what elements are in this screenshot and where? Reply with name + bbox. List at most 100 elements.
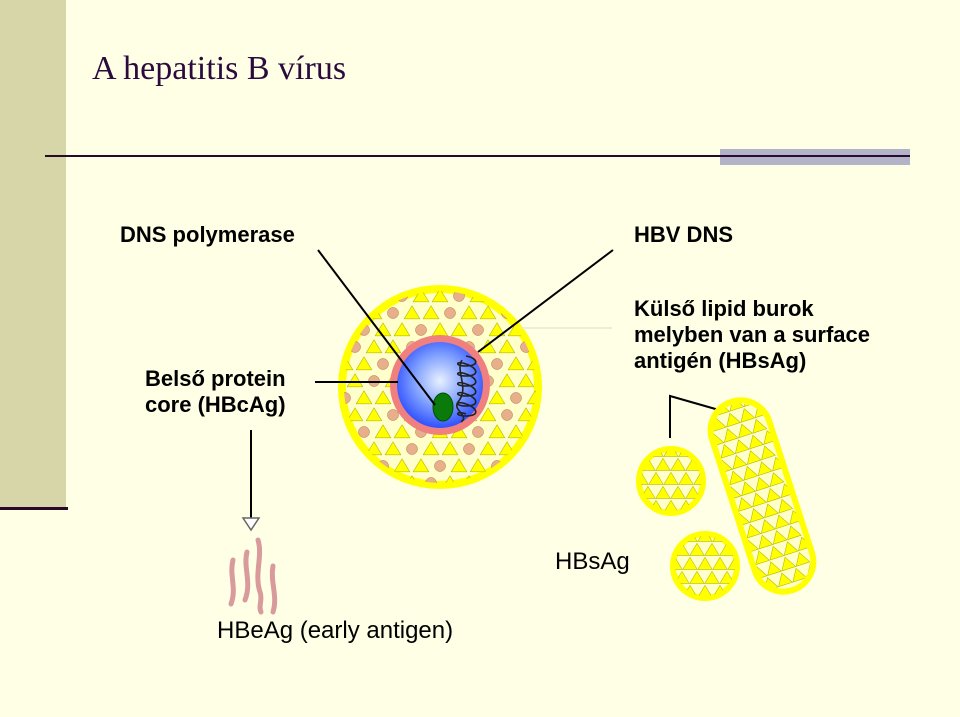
title-rule-accent-line: [720, 155, 910, 157]
surface-antigen-triangle: [752, 418, 768, 434]
label-lipid-line3: antigén (HBsAg): [634, 348, 807, 373]
surface-antigen-triangle: [641, 451, 649, 457]
surface-antigen-triangle: [498, 441, 516, 456]
surface-antigen-triangle: [441, 441, 459, 456]
surface-antigen-triangle: [712, 556, 728, 570]
hbsag-sphere: [636, 446, 706, 516]
surface-antigen-triangle: [498, 475, 516, 483]
lipid-dot: [510, 291, 522, 302]
lipid-dot: [472, 324, 484, 336]
lipid-dot: [377, 358, 389, 370]
lipid-dot: [387, 409, 399, 421]
surface-antigen-triangle: [755, 550, 771, 566]
lipid-dot: [406, 443, 418, 455]
surface-antigen-triangle: [355, 356, 373, 371]
page-title: A hepatitis B vírus: [92, 50, 347, 87]
surface-antigen-triangle: [670, 457, 686, 471]
hbsag-sphere: [670, 531, 740, 601]
surface-antigen-triangle: [648, 471, 664, 485]
surface-antigen-triangle: [682, 556, 698, 570]
surface-antigen-triangle: [778, 572, 793, 588]
surface-antigen-triangle: [526, 291, 536, 303]
surface-antigen-triangle: [795, 552, 811, 567]
lipid-dot: [482, 477, 494, 483]
surface-antigen-triangle: [655, 485, 671, 499]
label-hbeag: HBeAg (early antigen): [217, 617, 454, 644]
surface-antigen-triangle: [761, 445, 776, 461]
surface-antigen-triangle: [488, 424, 506, 439]
surface-antigen-triangle: [749, 434, 764, 450]
surface-antigen-triangle: [738, 423, 753, 439]
surface-antigen-triangle: [346, 475, 364, 483]
label-core: Belső protein core (HBcAg): [145, 366, 286, 418]
surface-antigen-triangle: [450, 458, 468, 473]
surface-antigen-triangle: [689, 542, 705, 556]
surface-antigen-triangle: [741, 481, 756, 497]
surface-antigen-triangle: [729, 470, 745, 486]
surface-antigen-triangle: [783, 541, 799, 556]
surface-antigen-triangle: [693, 471, 701, 485]
surface-antigen-triangle: [704, 570, 720, 584]
dna-polymerase-blob: [432, 392, 454, 422]
surface-antigen-triangle: [746, 523, 762, 539]
surface-antigen-triangle: [393, 458, 411, 473]
lipid-dot: [510, 392, 522, 404]
surface-antigen-triangle: [355, 390, 373, 405]
surface-antigen-triangle: [772, 530, 788, 545]
surface-antigen-triangle: [697, 536, 713, 542]
surface-antigen-triangle: [781, 556, 797, 572]
surface-antigen-triangle: [792, 567, 808, 583]
surface-antigen-triangle: [740, 408, 756, 423]
surface-antigen-triangle: [384, 339, 402, 354]
hbsag-filament: [706, 396, 818, 595]
surface-antigen-triangle: [479, 441, 497, 456]
surface-antigen-triangle: [678, 471, 694, 485]
surface-antigen-triangle: [663, 471, 679, 485]
surface-antigen-triangle: [374, 390, 392, 405]
surface-antigen-triangle: [738, 497, 753, 512]
label-core-line1: Belső protein: [145, 366, 286, 391]
surface-antigen-triangle: [412, 291, 430, 303]
surface-antigen-triangle: [393, 322, 411, 337]
surface-antigen-triangle: [365, 339, 383, 354]
surface-antigen-triangle: [355, 291, 373, 303]
surface-antigen-triangle: [517, 475, 535, 483]
lipid-dot: [472, 426, 484, 438]
surface-antigen-triangle: [775, 514, 790, 530]
sidebar-band: [0, 0, 66, 510]
title-rule: [45, 155, 720, 157]
surface-antigen-triangle: [769, 545, 785, 561]
surface-antigen-triangle: [778, 498, 794, 514]
hbv-dns-pointer: [477, 249, 614, 353]
hbeag-arrow-head: [241, 517, 261, 532]
surface-antigen-triangle: [764, 503, 779, 519]
hbeag-strand: [228, 557, 236, 607]
surface-antigen-triangle: [732, 454, 748, 470]
lipid-dot: [529, 324, 536, 336]
surface-antigen-triangle: [526, 458, 536, 473]
label-lipid-line1: Külső lipid burok: [634, 296, 814, 321]
surface-antigen-triangle: [663, 499, 679, 511]
surface-antigen-triangle: [757, 461, 773, 476]
surface-antigen-triangle: [655, 457, 671, 471]
hbeag-strand: [269, 563, 278, 615]
polymerase-pointer: [317, 249, 436, 406]
surface-antigen-triangle: [769, 472, 785, 487]
surface-antigen-triangle: [517, 407, 535, 422]
lipid-dot: [491, 358, 503, 370]
surface-antigen-triangle: [755, 476, 771, 492]
surface-antigen-triangle: [767, 561, 782, 576]
lipid-dot: [425, 477, 437, 483]
surface-antigen-triangle: [355, 458, 373, 473]
surface-antigen-triangle: [365, 441, 383, 456]
surface-antigen-triangle: [431, 291, 449, 303]
surface-antigen-triangle: [670, 485, 686, 499]
surface-antigen-triangle: [663, 451, 679, 457]
lipid-dot: [463, 443, 475, 455]
hbeag-strand: [242, 549, 251, 603]
surface-antigen-triangle: [346, 407, 364, 422]
pointer-lines: [250, 249, 727, 518]
lipid-dot: [358, 426, 370, 438]
lipid-dot: [501, 409, 513, 421]
